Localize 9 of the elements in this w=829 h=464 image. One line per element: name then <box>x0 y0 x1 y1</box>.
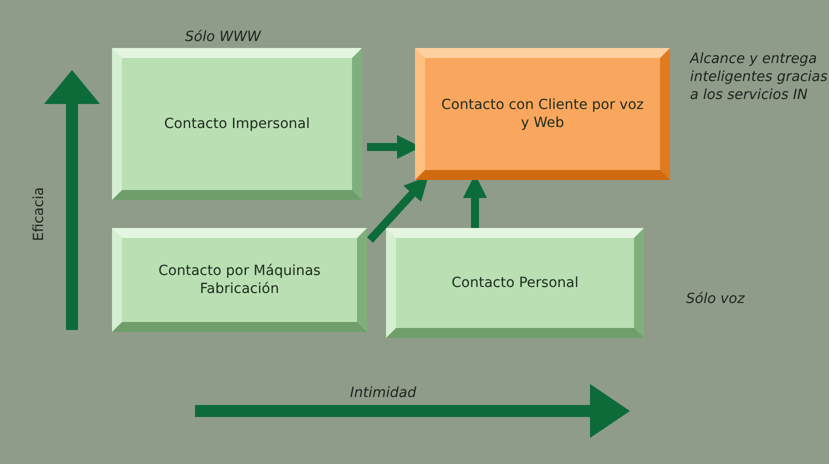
note-text: Alcance y entrega inteligentes gracias a los servicios IN <box>690 50 829 105</box>
process-box: Contacto Personal <box>386 228 644 338</box>
process-box: Contacto con Cliente por voz y Web <box>415 48 670 180</box>
note-text: Sólo voz <box>686 290 746 308</box>
note-text: Sólo WWW <box>185 28 261 46</box>
note-text: Intimidad <box>350 384 416 402</box>
axis-label: Eficacia <box>30 187 48 242</box>
process-box: Contacto por Máquinas Fabricación <box>112 228 367 332</box>
process-box: Contacto Impersonal <box>112 48 362 200</box>
